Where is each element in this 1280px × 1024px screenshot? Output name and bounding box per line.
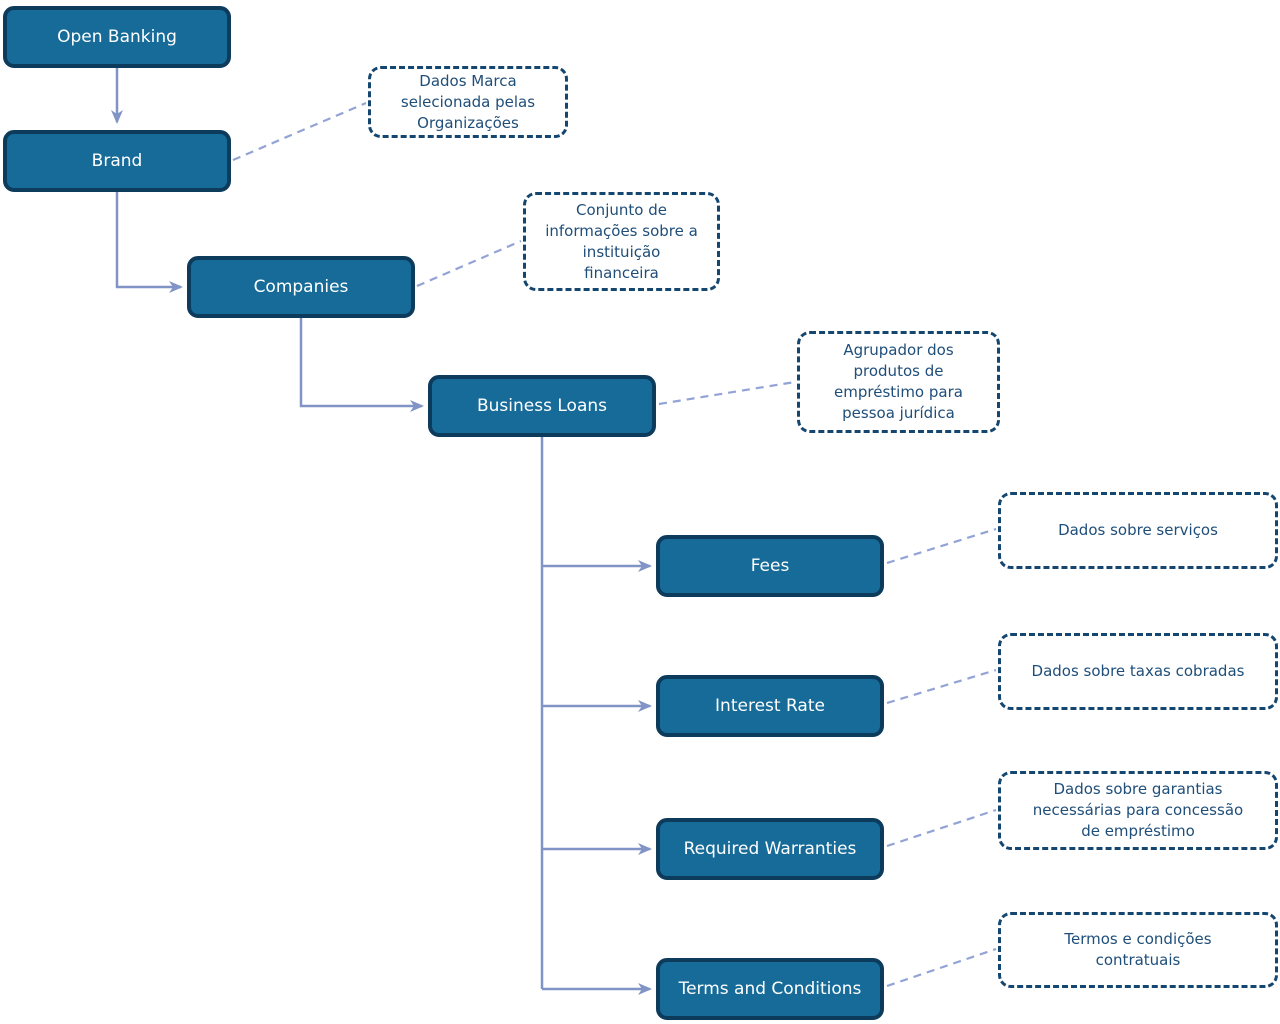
node-brand-label: Brand bbox=[91, 150, 143, 171]
node-fees-label: Fees bbox=[750, 555, 790, 576]
annotation-interest-rate-text: Dados sobre taxas cobradas bbox=[1031, 662, 1245, 680]
annotation-terms-and-conditions: Termos e condições contratuais bbox=[998, 912, 1278, 988]
leader-brand-annotation bbox=[232, 101, 367, 162]
node-required-warranties: Required Warranties bbox=[656, 818, 884, 880]
node-required-warranties-label: Required Warranties bbox=[683, 838, 857, 859]
leader-fees-annotation bbox=[886, 527, 997, 565]
leader-requiredwarranties-annotation bbox=[886, 808, 997, 848]
annotation-fees-text: Dados sobre serviços bbox=[1058, 521, 1218, 539]
annotation-companies: Conjunto de informações sobre a institui… bbox=[523, 192, 720, 291]
annotation-required-warranties-text: Dados sobre garantias necessárias para c… bbox=[1032, 780, 1244, 840]
annotation-required-warranties: Dados sobre garantias necessárias para c… bbox=[998, 771, 1278, 850]
node-terms-and-conditions: Terms and Conditions bbox=[656, 958, 884, 1020]
node-business-loans: Business Loans bbox=[428, 375, 656, 437]
leader-interestrate-annotation bbox=[886, 668, 997, 705]
connector-brand-to-companies bbox=[115, 192, 183, 293]
node-companies-label: Companies bbox=[253, 276, 349, 297]
node-fees: Fees bbox=[656, 535, 884, 597]
node-companies: Companies bbox=[187, 256, 415, 318]
leader-companies-annotation bbox=[416, 239, 522, 288]
annotation-brand: Dados Marca selecionada pelas Organizaçõ… bbox=[368, 66, 568, 138]
leader-businessloans-annotation bbox=[658, 380, 796, 406]
annotation-interest-rate: Dados sobre taxas cobradas bbox=[998, 633, 1278, 710]
connector-companies-to-businessloans bbox=[299, 317, 424, 412]
leader-termsandconditions-annotation bbox=[886, 947, 997, 988]
node-interest-rate-label: Interest Rate bbox=[715, 695, 825, 716]
node-open-banking-label: Open Banking bbox=[57, 26, 177, 47]
annotation-fees: Dados sobre serviços bbox=[998, 492, 1278, 569]
node-business-loans-label: Business Loans bbox=[477, 395, 607, 416]
annotation-business-loans: Agrupador dos produtos de empréstimo par… bbox=[797, 331, 1000, 433]
node-open-banking: Open Banking bbox=[3, 6, 231, 68]
annotation-business-loans-text: Agrupador dos produtos de empréstimo par… bbox=[834, 341, 963, 422]
node-brand: Brand bbox=[3, 130, 231, 192]
annotation-companies-text: Conjunto de informações sobre a institui… bbox=[545, 200, 698, 282]
annotation-terms-and-conditions-text: Termos e condições contratuais bbox=[1064, 930, 1212, 969]
node-terms-and-conditions-label: Terms and Conditions bbox=[678, 978, 862, 999]
node-interest-rate: Interest Rate bbox=[656, 675, 884, 737]
annotation-brand-text: Dados Marca selecionada pelas Organizaçõ… bbox=[400, 71, 536, 132]
